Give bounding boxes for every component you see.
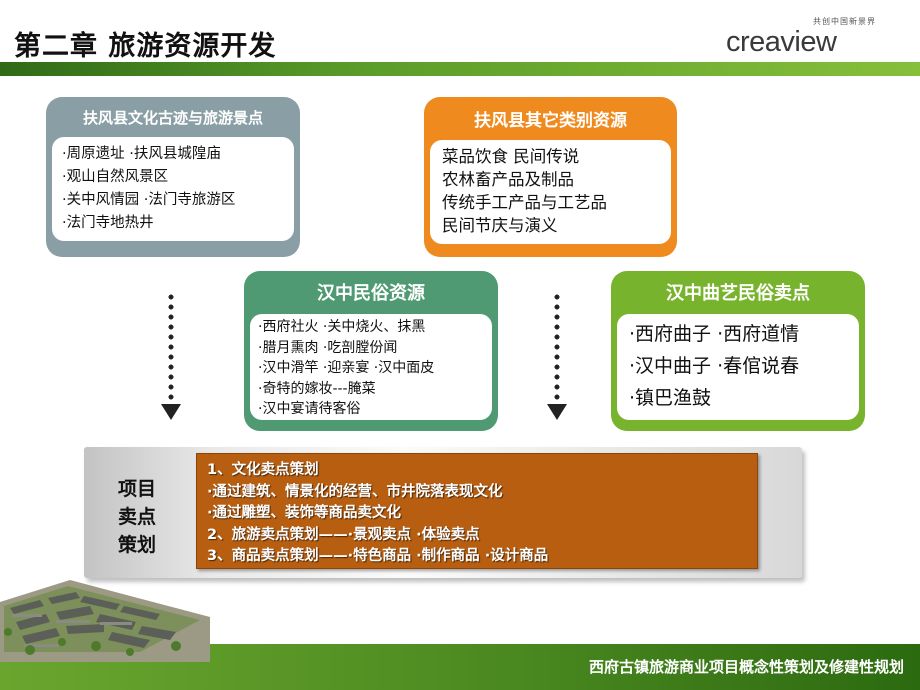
header-rule xyxy=(0,62,920,76)
other-resources-panel: 扶风县其它类别资源 菜品饮食 民间传说 农林畜产品及制品 传统手工产品与工艺品 … xyxy=(424,97,677,257)
other-resources-item: 民间节庆与演义 xyxy=(442,216,558,235)
culture-item: ·观山自然风景区 xyxy=(62,169,169,185)
folk-item: ·汉中滑竿 ·迎亲宴 ·汉中面皮 xyxy=(258,360,435,376)
culture-item: ·周原遗址 ·扶风县城隍庙 xyxy=(62,146,221,162)
plan-label-line: 策划 xyxy=(117,534,156,556)
page-title: 第二章 旅游资源开发 xyxy=(14,31,277,62)
creaview-logo: 共创中国新景界 creaview xyxy=(726,16,906,60)
plan-line: ·通过建筑、情景化的经营、市井院落表现文化 xyxy=(207,483,503,500)
plan-line: 2、旅游卖点策划——·景观卖点 ·体验卖点 xyxy=(207,526,480,543)
arrow-head xyxy=(161,404,181,420)
other-resources-item: 农林畜产品及制品 xyxy=(442,170,574,189)
opera-selling-points-title: 汉中曲艺民俗卖点 xyxy=(666,283,810,304)
opera-selling-points-body: ·西府曲子 ·西府道情 ·汉中曲子 ·春倌说春 ·镇巴渔鼓 xyxy=(617,314,859,420)
folk-resources-title: 汉中民俗资源 xyxy=(317,283,425,304)
plan-line: 3、商品卖点策划——·特色商品 ·制作商品 ·设计商品 xyxy=(207,548,549,564)
plan-label-line: 卖点 xyxy=(117,506,156,528)
opera-item: ·镇巴渔鼓 xyxy=(629,387,712,409)
folk-resources-body: ·西府社火 ·关中烧火、抹黑 ·腊月熏肉 ·吃剖膛份闻 ·汉中滑竿 ·迎亲宴 ·… xyxy=(250,314,492,420)
folk-item: ·西府社火 ·关中烧火、抹黑 xyxy=(258,319,426,335)
opera-item: ·西府曲子 ·西府道情 xyxy=(629,323,800,345)
down-arrow-icon xyxy=(161,292,181,422)
plan-content: 1、文化卖点策划 ·通过建筑、情景化的经营、市井院落表现文化 ·通过雕塑、装饰等… xyxy=(196,453,758,569)
folk-resources-panel: 汉中民俗资源 ·西府社火 ·关中烧火、抹黑 ·腊月熏肉 ·吃剖膛份闻 ·汉中滑竿… xyxy=(244,271,498,431)
plan-line: 1、文化卖点策划 xyxy=(207,462,319,478)
other-resources-item: 传统手工产品与工艺品 xyxy=(442,193,607,212)
culture-panel: 扶风县文化古迹与旅游景点 ·周原遗址 ·扶风县城隍庙 ·观山自然风景区 ·关中风… xyxy=(46,97,300,257)
other-resources-body: 菜品饮食 民间传说 农林畜产品及制品 传统手工产品与工艺品 民间节庆与演义 xyxy=(430,140,671,244)
dotted-line xyxy=(554,292,560,404)
plan-label-line: 项目 xyxy=(117,478,156,500)
folk-item: ·腊月熏肉 ·吃剖膛份闻 xyxy=(258,339,398,356)
dotted-line xyxy=(168,292,174,404)
down-arrow-icon xyxy=(547,292,567,422)
folk-item: ·奇特的嫁妆---腌菜 xyxy=(258,380,376,397)
opera-selling-points-panel: 汉中曲艺民俗卖点 ·西府曲子 ·西府道情 ·汉中曲子 ·春倌说春 ·镇巴渔鼓 xyxy=(611,271,865,431)
logo-word: creaview xyxy=(726,26,837,58)
town-illustration xyxy=(0,580,210,662)
arrow-head xyxy=(547,404,567,420)
opera-item: ·汉中曲子 ·春倌说春 xyxy=(629,355,800,377)
folk-item: ·汉中宴请待客俗 xyxy=(258,401,361,417)
selling-point-plan-box: 项目 卖点 策划 1、文化卖点策划 ·通过建筑、情景化的经营、市井院落表现文化 … xyxy=(84,447,802,578)
culture-panel-title: 扶风县文化古迹与旅游景点 xyxy=(82,109,263,127)
other-resources-title: 扶风县其它类别资源 xyxy=(474,111,627,131)
logo-tagline: 共创中国新景界 xyxy=(813,17,876,26)
culture-item: ·关中风情园 ·法门寺旅游区 xyxy=(62,192,236,208)
culture-item: ·法门寺地热井 xyxy=(62,215,154,231)
other-resources-item: 菜品饮食 民间传说 xyxy=(442,147,580,166)
culture-panel-body: ·周原遗址 ·扶风县城隍庙 ·观山自然风景区 ·关中风情园 ·法门寺旅游区 ·法… xyxy=(52,137,294,241)
plan-label: 项目 卖点 策划 xyxy=(113,475,161,559)
plan-line: ·通过雕塑、装饰等商品卖文化 xyxy=(207,505,402,521)
footer-text: 西府古镇旅游商业项目概念性策划及修建性规划 xyxy=(588,658,904,676)
